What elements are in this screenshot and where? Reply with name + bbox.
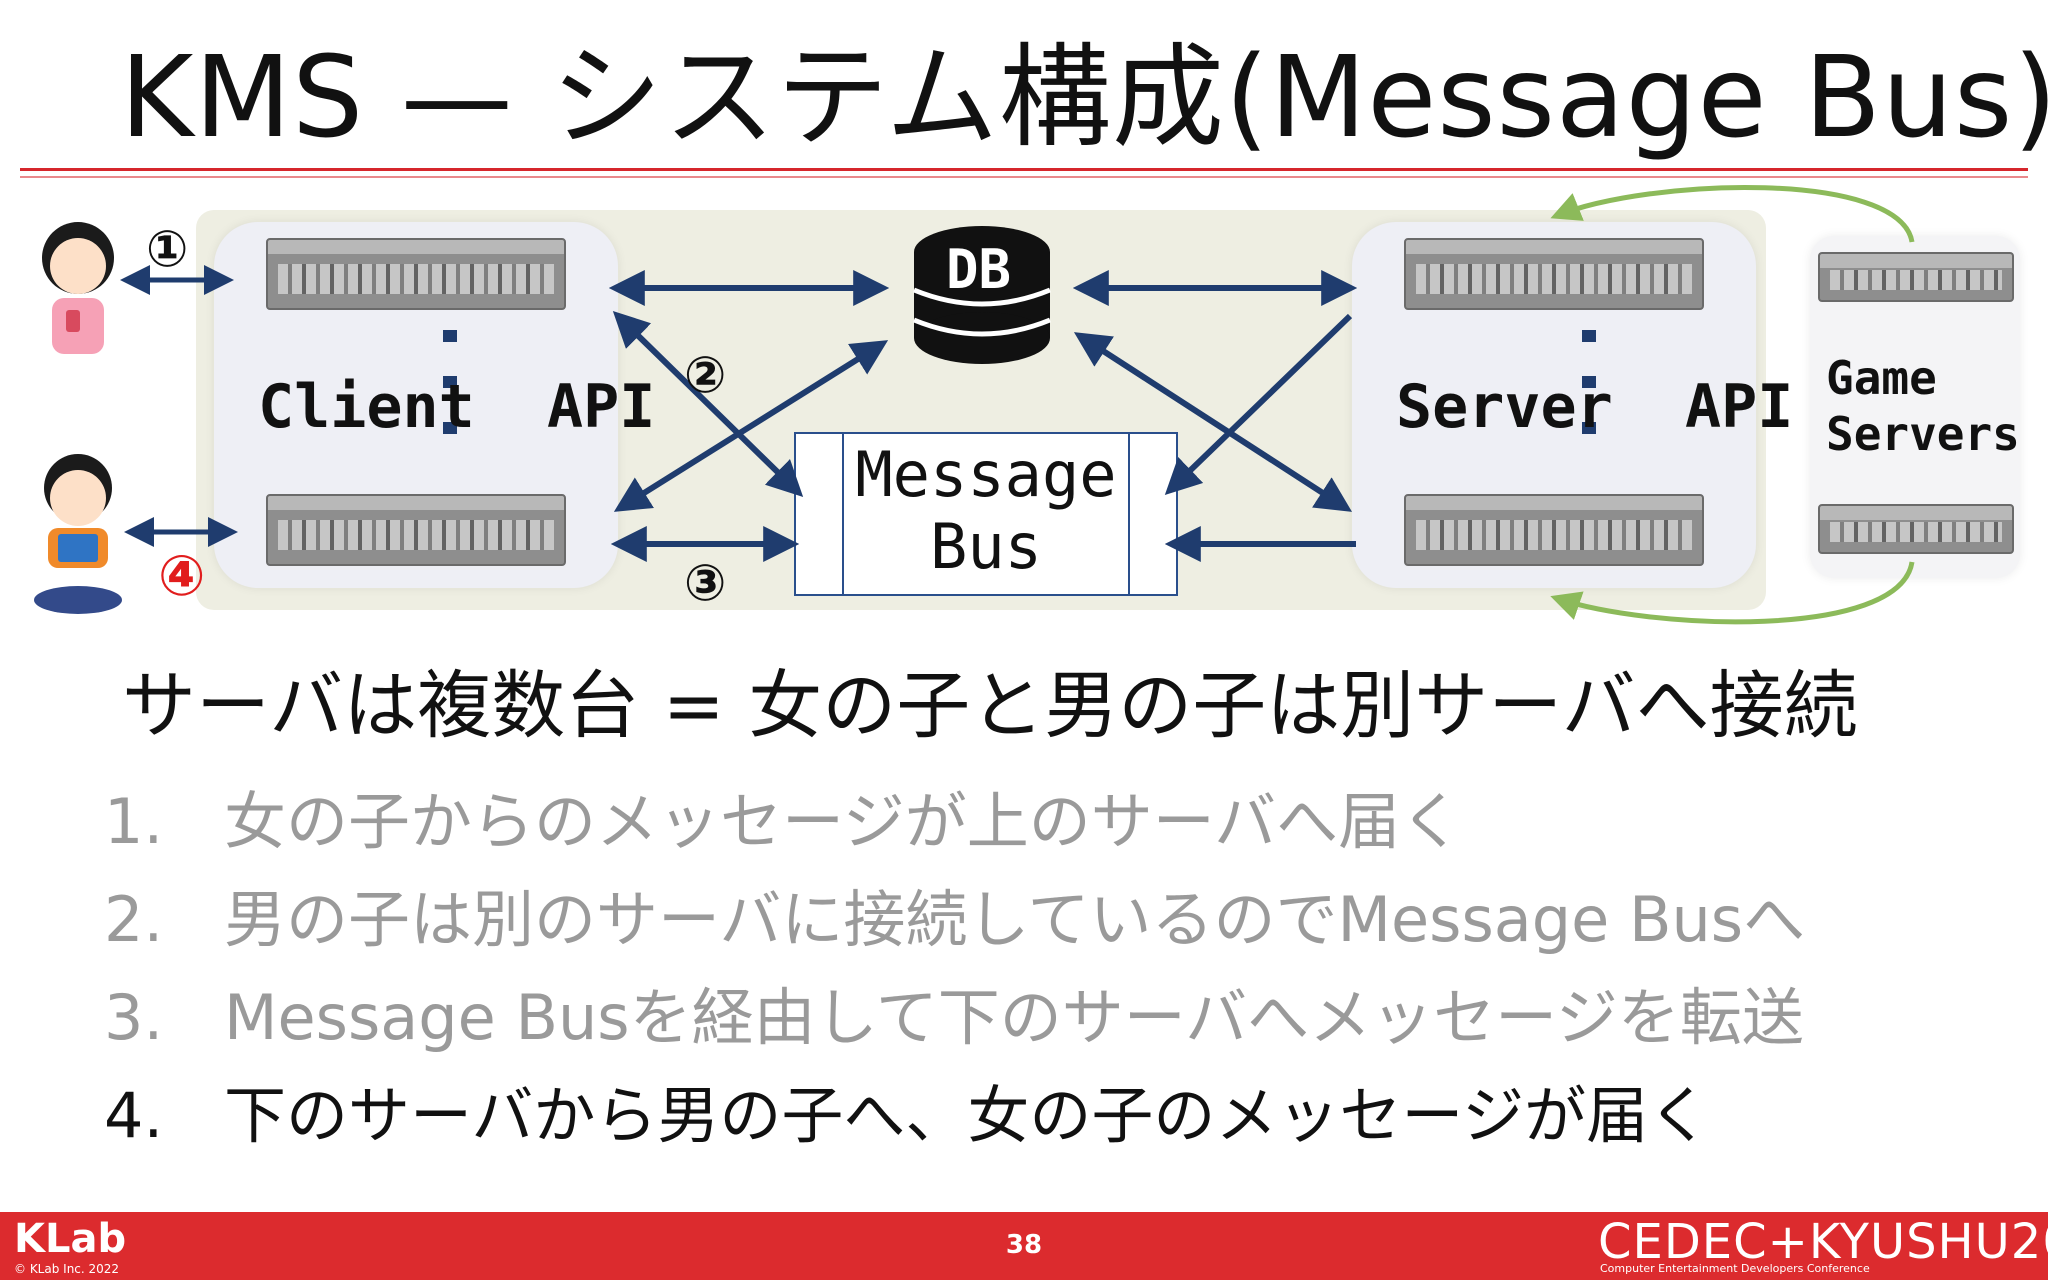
footer-bar xyxy=(0,1212,2048,1280)
step-4-number: 4. xyxy=(104,1079,164,1152)
event-logo: CEDEC+KYUSHU2022 xyxy=(1598,1214,2048,1270)
diagram-arrows xyxy=(34,185,1915,625)
db-label: DB xyxy=(946,238,1012,301)
girl-user-icon xyxy=(42,222,114,354)
step-3: 3. Message Busを経由して下のサーバへメッセージを転送 xyxy=(104,978,1804,1058)
step-marker-2: ② xyxy=(684,346,727,404)
client-rack-ellipsis xyxy=(443,330,457,468)
step-2-number: 2. xyxy=(104,883,164,956)
page-number: 38 xyxy=(1005,1230,1043,1260)
copyright: © KLab Inc. 2022 xyxy=(14,1262,120,1276)
step-3-text: Message Busを経由して下のサーバへメッセージを転送 xyxy=(224,981,1804,1054)
step-1-number: 1. xyxy=(104,785,164,858)
step-marker-1: ① xyxy=(146,220,189,278)
slide-title: KMS — システム構成(Message Bus) xyxy=(120,33,2048,163)
client-server-rack-bottom xyxy=(266,494,566,566)
client-server-rack-top xyxy=(266,238,566,310)
message-bus-left-edge xyxy=(842,434,844,594)
message-bus-right-edge xyxy=(1128,434,1130,594)
server-rack-ellipsis xyxy=(1582,330,1596,468)
server-api-label: Server API xyxy=(1396,372,1794,442)
step-4-text: 下のサーバから男の子へ、女の子のメッセージが届く xyxy=(224,1079,1711,1152)
klab-logo: KLab xyxy=(14,1216,127,1262)
boy-user-icon xyxy=(34,454,122,614)
database-icon xyxy=(913,226,1051,364)
game-server-rack-bottom xyxy=(1818,504,2014,554)
game-servers-label: Game Servers xyxy=(1826,351,2020,461)
message-bus-label-line2: Bus xyxy=(930,510,1042,583)
message-bus-box: Message Bus xyxy=(794,432,1178,596)
message-bus-label-line1: Message xyxy=(855,438,1117,511)
title-divider xyxy=(20,168,2028,171)
step-2: 2. 男の子は別のサーバに接続しているのでMessage Busへ xyxy=(104,880,1805,960)
headline: サーバは複数台 = 女の子と男の子は別サーバへ接続 xyxy=(122,663,1858,749)
step-1: 1. 女の子からのメッセージが上のサーバへ届く xyxy=(104,782,1462,862)
game-server-rack-top xyxy=(1818,252,2014,302)
event-subtitle: Computer Entertainment Developers Confer… xyxy=(1600,1262,1870,1275)
title-divider-thin xyxy=(20,176,2028,178)
step-marker-4: ④ xyxy=(158,544,206,609)
step-2-text: 男の子は別のサーバに接続しているのでMessage Busへ xyxy=(224,883,1806,956)
server-rack-bottom xyxy=(1404,494,1704,566)
step-3-number: 3. xyxy=(104,981,164,1054)
step-marker-3: ③ xyxy=(684,554,727,612)
step-1-text: 女の子からのメッセージが上のサーバへ届く xyxy=(224,785,1463,858)
server-rack-top xyxy=(1404,238,1704,310)
step-4: 4. 下のサーバから男の子へ、女の子のメッセージが届く xyxy=(104,1076,1710,1156)
